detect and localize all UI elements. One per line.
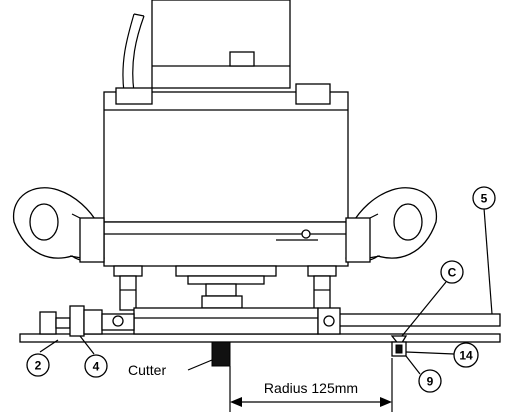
svg-text:14: 14 — [459, 349, 473, 363]
sub-base — [133, 307, 319, 335]
radius-label: Radius 125mm — [264, 380, 358, 396]
plunge-column-left — [119, 275, 137, 311]
callout-14: 14 — [453, 342, 479, 368]
svg-text:2: 2 — [35, 359, 42, 373]
router-body — [103, 0, 349, 311]
depth-collar — [103, 221, 349, 267]
callout-5: 5 — [472, 186, 496, 210]
svg-text:9: 9 — [427, 375, 434, 389]
callout-9: 9 — [418, 369, 442, 393]
callout-2: 2 — [26, 353, 50, 377]
motor-housing — [103, 91, 349, 223]
handle-left — [13, 187, 105, 263]
handle-right — [345, 187, 437, 263]
svg-text:5: 5 — [481, 192, 488, 206]
guide-rod — [317, 307, 501, 335]
centre-pin — [390, 335, 408, 357]
cutter-label: Cutter — [128, 362, 166, 378]
cutter-bit — [211, 341, 231, 367]
callout-c: C — [440, 260, 464, 284]
fence-clamp-left — [39, 305, 135, 337]
svg-text:C: C — [448, 266, 457, 280]
power-cable — [122, 13, 145, 93]
plunge-column-right — [313, 275, 331, 311]
svg-text:4: 4 — [93, 360, 100, 374]
motor-top — [151, 0, 291, 89]
base-plate — [19, 333, 501, 343]
callout-4: 4 — [84, 354, 108, 378]
motor-badge — [229, 51, 255, 67]
